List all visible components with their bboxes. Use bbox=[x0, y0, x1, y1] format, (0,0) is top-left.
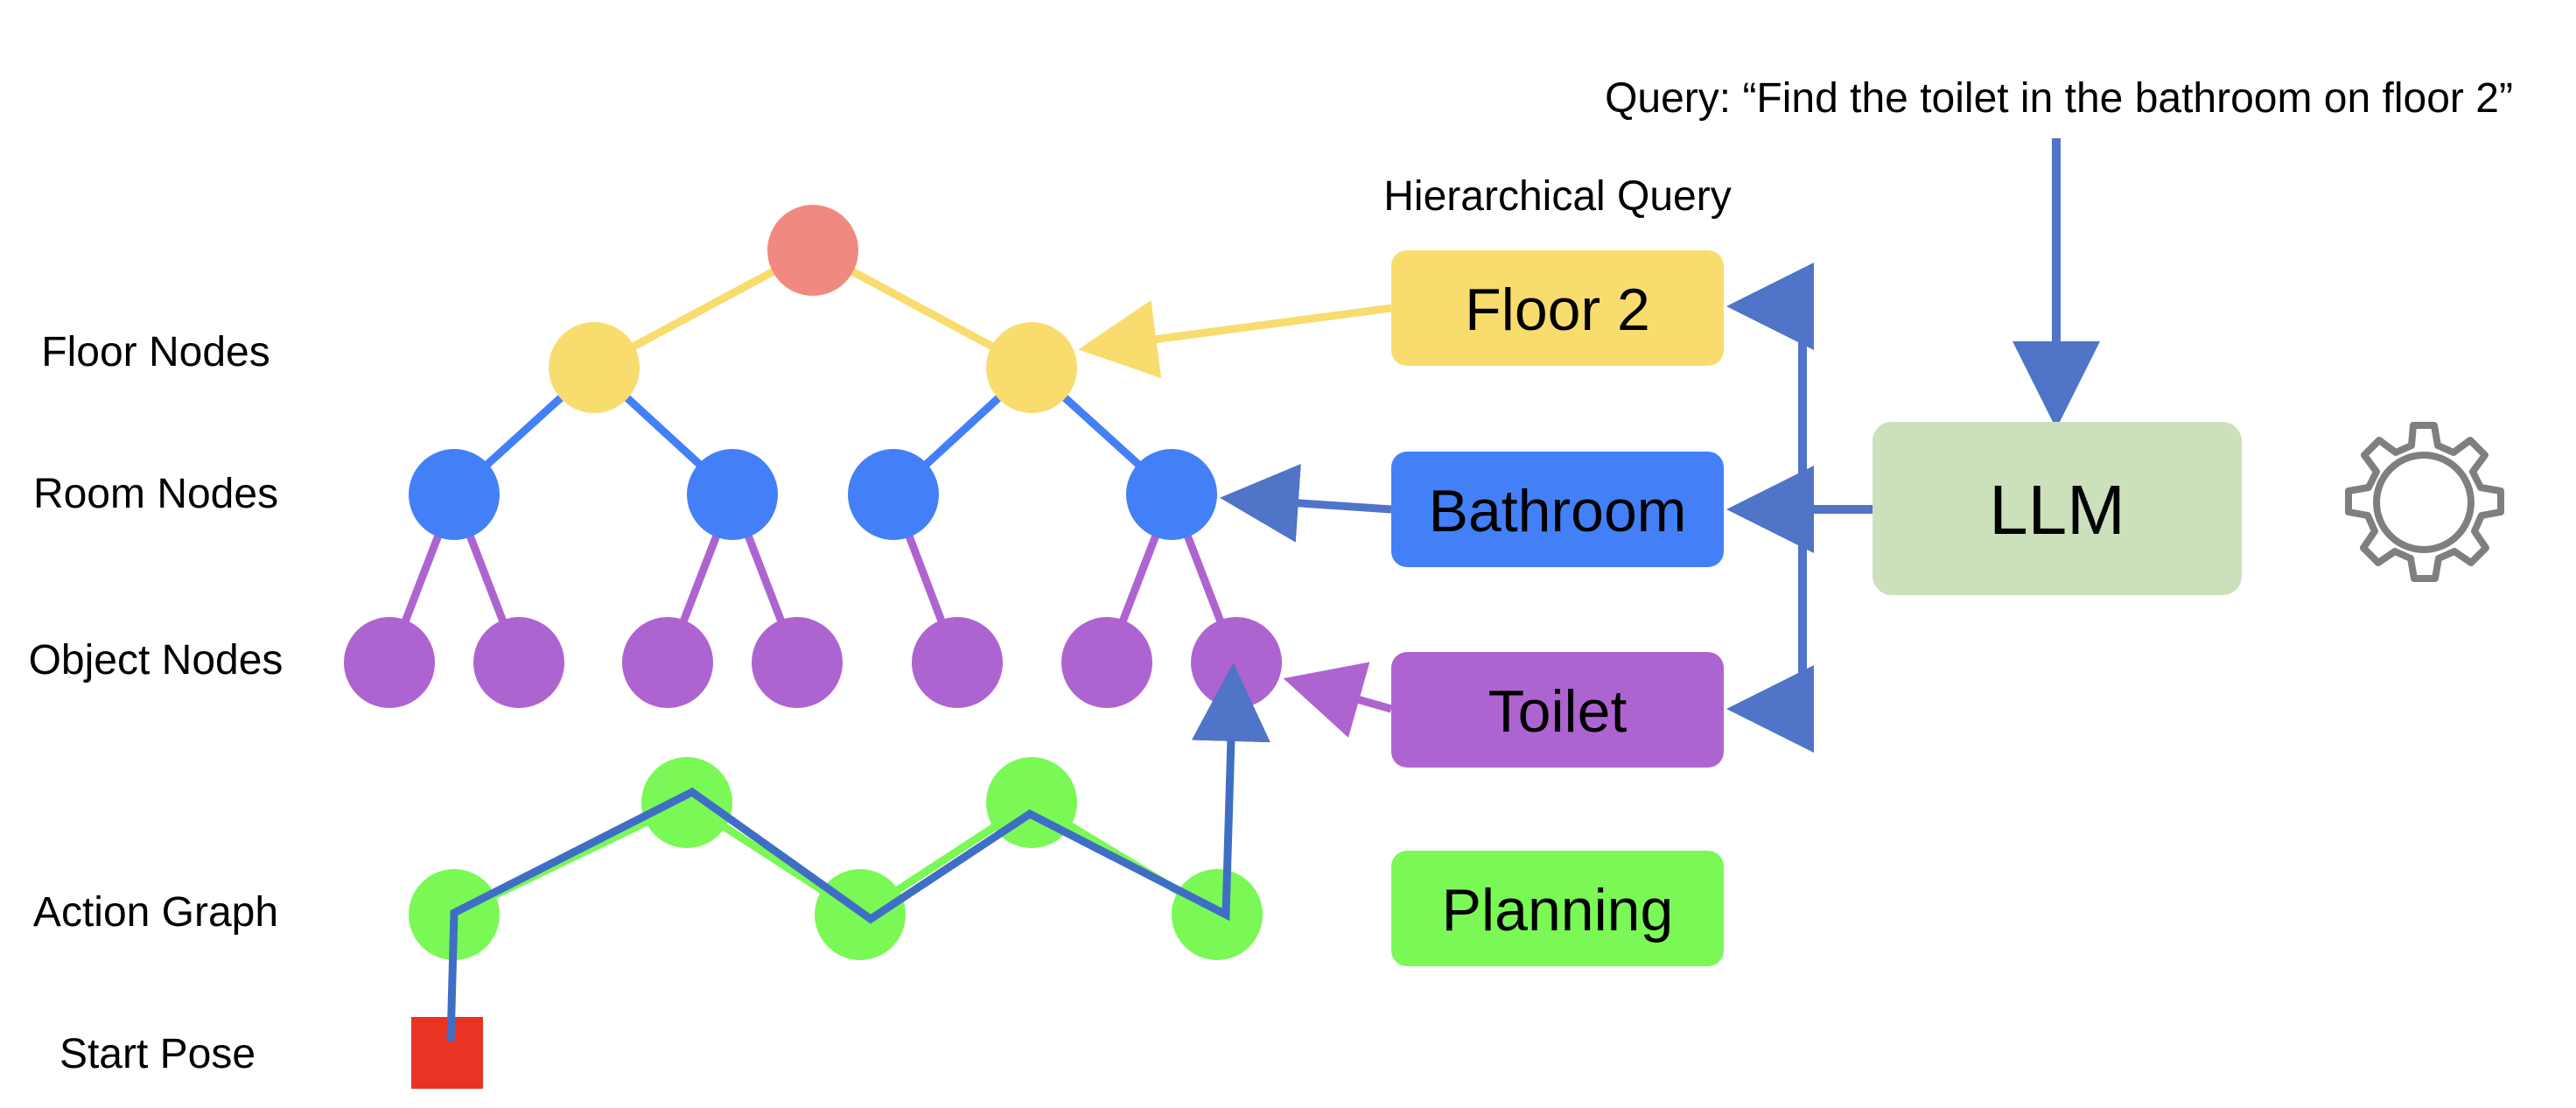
floor-box-to-node-arrow bbox=[1078, 299, 1392, 379]
action-graph-label: Action Graph bbox=[33, 889, 278, 936]
llm-label: LLM bbox=[1989, 471, 2125, 549]
tree-edges bbox=[385, 247, 1241, 664]
object-node bbox=[473, 617, 564, 708]
query-text: Query: “Find the toilet in the bathroom … bbox=[1605, 75, 2513, 122]
room-node bbox=[409, 449, 500, 540]
object-node bbox=[752, 617, 843, 708]
planned-path-arrow bbox=[446, 663, 1270, 1042]
llm-to-object-arrow bbox=[1726, 509, 1814, 753]
object-node bbox=[1191, 617, 1282, 708]
root-node bbox=[767, 205, 858, 296]
llm-connectors bbox=[1726, 263, 1872, 753]
llm-to-floor-arrow bbox=[1726, 263, 1814, 509]
floor-query-label: Floor 2 bbox=[1465, 277, 1650, 343]
room-query-label: Bathroom bbox=[1429, 478, 1687, 544]
object-query-label: Toilet bbox=[1488, 678, 1628, 745]
object-node bbox=[344, 617, 435, 708]
planning-box bbox=[1391, 851, 1724, 966]
object-node bbox=[1061, 617, 1152, 708]
object-box-to-node-arrow bbox=[1283, 662, 1393, 738]
action-node bbox=[1172, 869, 1263, 960]
object-nodes-label: Object Nodes bbox=[29, 637, 284, 684]
floor-node bbox=[986, 322, 1077, 413]
room-query-box bbox=[1391, 452, 1724, 567]
room-box-to-node-arrow bbox=[1220, 463, 1392, 543]
room-nodes-label: Room Nodes bbox=[33, 471, 278, 517]
llm-box bbox=[1872, 422, 2242, 595]
start-pose-label: Start Pose bbox=[60, 1031, 256, 1077]
room-node bbox=[687, 449, 778, 540]
object-node bbox=[912, 617, 1003, 708]
gear-icon bbox=[2345, 422, 2504, 582]
floor-nodes-label: Floor Nodes bbox=[41, 329, 270, 375]
object-node bbox=[622, 617, 713, 708]
object-query-box bbox=[1391, 652, 1724, 768]
planning-label: Planning bbox=[1442, 877, 1674, 943]
room-node bbox=[848, 449, 939, 540]
action-node bbox=[641, 757, 732, 848]
floor-query-box bbox=[1391, 250, 1724, 366]
hierarchical-query-title: Hierarchical Query bbox=[1383, 173, 1731, 220]
room-node bbox=[1126, 449, 1217, 540]
floor-node bbox=[549, 322, 640, 413]
action-graph bbox=[409, 757, 1263, 960]
